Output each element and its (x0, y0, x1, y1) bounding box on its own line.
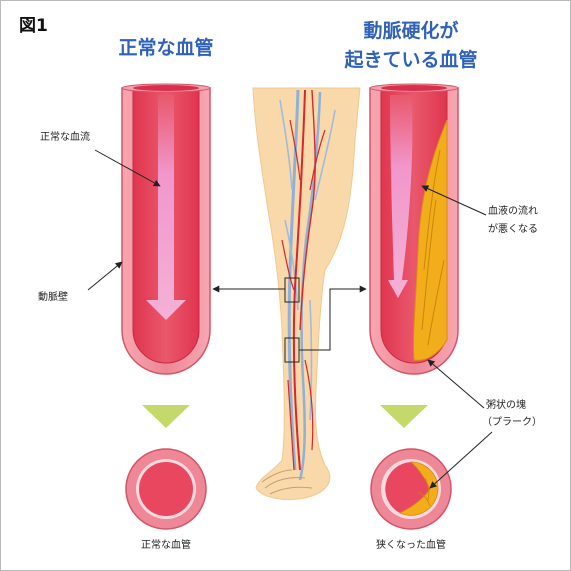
label-flow-line2: が悪くなる (488, 222, 538, 235)
pointer-plaque-vessel (428, 360, 484, 408)
right-title-line1: 動脈硬化が (363, 19, 458, 42)
normal-cross-section (126, 449, 206, 529)
diseased-vessel (370, 84, 458, 374)
pointer-artery-wall (88, 262, 122, 290)
label-plaque-line2: （プラーク） (482, 416, 542, 428)
label-plaque-line1: 粥状の塊 (486, 398, 526, 411)
narrowed-cross-section (371, 449, 451, 529)
label-flow-line1: 血液の流れ (488, 204, 538, 217)
figure-label: 図1 (19, 16, 48, 36)
label-normal-blood-flow: 正常な血流 (40, 130, 90, 143)
label-narrowed-vessel: 狭くなった血管 (376, 538, 446, 551)
chevron-right-icon (380, 405, 428, 428)
left-title: 正常な血管 (118, 36, 213, 59)
leg-illustration (253, 88, 360, 500)
normal-vessel (122, 84, 210, 374)
chevron-left-icon (142, 405, 190, 428)
label-normal-vessel: 正常な血管 (141, 538, 191, 551)
right-title-line2: 起きている血管 (343, 48, 477, 71)
label-artery-wall: 動脈壁 (38, 290, 68, 303)
